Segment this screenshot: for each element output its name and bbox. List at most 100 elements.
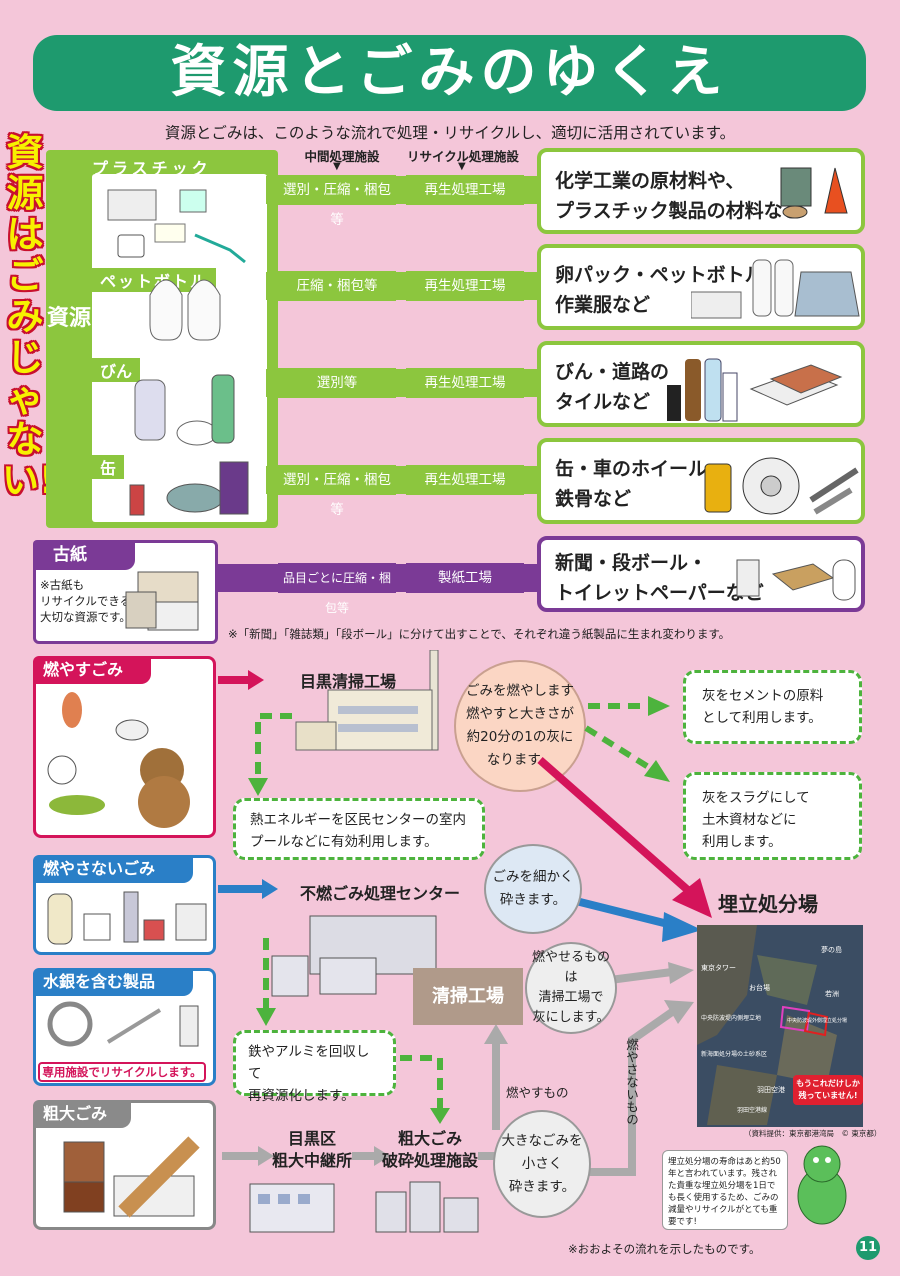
metal-recycle-box: 鉄やアルミを回収して 再資源化します。 [233,1030,396,1104]
map-label: 夢の島 [821,946,842,954]
resource-illustrations [107,189,249,516]
landfill-badge: もうこれだけしか 残っていません! [793,1075,863,1105]
ash-cement-box: 灰をセメントの原料 として利用します。 [683,670,862,744]
incineration-plant-icon [295,650,439,751]
badge-line: もうこれだけしか [796,1079,860,1088]
meguro-plant-label: 目黒清掃工場 [300,672,397,691]
result-paper: 新聞・段ボール・トイレットペーパーなど [537,536,865,612]
bulky-items-icon [63,1136,200,1218]
facility-can: 再生処理工場 [406,465,524,495]
process-pet: 圧縮・梱包等 [278,271,396,301]
box-line: プールなどに有効利用します。 [250,834,438,850]
circle-line: 清掃工場で [538,990,604,1005]
label-line: 破砕処理施設 [381,1151,478,1170]
circle-line: 大きなごみを [501,1132,583,1149]
column-recycle: リサイクル処理施設 [407,149,519,164]
facility-plastic: 再生処理工場 [406,175,524,205]
box-line: 利用します。 [702,834,782,850]
circle-line: 灰にします。 [532,1010,610,1025]
seisou-plant-label: 清掃工場 [413,968,523,1025]
result-line: びん・道路の [555,361,670,383]
column-intermediate-arrow: ▼ [333,161,341,172]
bulky-crusher-label: 粗大ごみ 破砕処理施設 [376,1128,484,1172]
result-line: 化学工業の原材料や、 [555,170,745,192]
footer-note: ※おおよその流れを示したものです。 [568,1242,761,1256]
result-line: 鉄骨など [555,488,632,510]
bulky-label: 粗大ごみ [33,1100,131,1128]
bottle-label: びん [92,358,141,382]
map-label: 中央防波堤内側埋立地 [701,1015,762,1022]
seisou-circle: 燃やせるものは 清掃工場で 灰にします。 [525,942,617,1034]
burnable-label: 燃やすごみ [33,656,151,684]
map-label: 中央防波堤外側埋立処分場 [787,1018,848,1024]
map-label: 東京タワー [701,964,736,972]
landfill-credit: （資料提供：東京都港湾局 © 東京都） [744,1129,882,1138]
circle-line: 砕きます。 [499,892,567,908]
process-can: 選別・圧縮・梱包等 [278,465,396,518]
circle-line: なります。 [486,752,554,768]
box-line: 鉄やアルミを回収して [248,1044,370,1082]
box-line: 灰をセメントの原料 [702,688,824,704]
map-label: 新海面処分場の土砂系区 [701,1051,768,1058]
burn-item-label: 燃やすもの [506,1085,569,1100]
nonburnable-center-label: 不燃ごみ処理センター [300,884,461,903]
relay-building-icon [249,1183,335,1233]
burnable-arrow-head [248,670,264,690]
result-line: 作業服など [555,294,651,316]
circle-line: 約20分の1の灰に [466,729,574,745]
map-label: お台場 [749,984,770,992]
note-line: リサイクルできる [40,594,132,608]
result-can: 缶・車のホイール・鉄骨など [537,438,865,524]
resource-label: 資源 [46,306,91,331]
circle-line: 砕きます。 [508,1178,576,1195]
process-plastic: 選別・圧縮・梱包等 [278,175,396,228]
map-label: 羽田空港線 [737,1107,768,1114]
facility-pet: 再生処理工場 [406,271,524,301]
column-intermediate: 中間処理施設 [304,149,380,164]
nonburn-item-label: 燃やさないもの [624,1038,639,1126]
crusher-building-icon [375,1181,479,1233]
result-line: 新聞・段ボール・ [555,552,708,574]
burnable-arrow [218,676,254,684]
map-label: 羽田空港 [757,1086,785,1094]
map-label: 若洲 [825,990,839,998]
nonburnable-items-icon [47,891,207,945]
bottles-tiles-icon [667,358,843,422]
process-bottle: 選別等 [278,368,396,398]
circle-line: 燃やせるものは [531,950,610,985]
crush-circle: ごみを細かく 砕きます。 [484,844,582,934]
can-label: 缶 [92,455,125,479]
heat-energy-box: 熱エネルギーを区民センターの室内 プールなどに有効利用します。 [233,798,485,860]
circle-line: ごみを細かく [492,869,574,885]
result-line: 卵パック・ペットボトル [555,264,764,286]
label-line: 粗大ごみ [397,1129,462,1148]
box-line: 土木資材などに [702,812,797,828]
facility-paper: 製紙工場 [406,563,524,593]
circle-line: 小さく [521,1155,563,1172]
landfill-map: 東京タワー お台場 若洲 夢の島 羽田空港 中央防波堤内側埋立地 中央防波堤外側… [697,925,863,1127]
note-line: 大切な資源です。 [40,610,131,624]
result-line: タイルなど [555,391,651,413]
landfill-title: 埋立処分場 [718,892,818,916]
box-line: 灰をスラグにして [702,790,810,806]
result-pet: 卵パック・ペットボトル作業服など [537,244,865,330]
mascot-icon [797,1145,847,1225]
burn-circle: ごみを燃やします 燃やすと大きさが 約20分の1の灰に なります。 [454,660,586,792]
mercury-note: 専用施設でリサイクルします。 [38,1062,206,1082]
bulky-relay-label: 目黒区 粗大中継所 [272,1128,352,1172]
result-bottle: びん・道路のタイルなど [537,341,865,427]
burnable-items-icon [47,692,190,828]
nonburnable-center-icon [271,915,437,997]
nonburnable-label: 燃やさないごみ [33,855,193,883]
box-line: 熱エネルギーを区民センターの室内 [250,812,466,828]
bulky-circle: 大きなごみを 小さく 砕きます。 [493,1110,591,1218]
page-subtitle: 資源とごみは、このような流れで処理・リサイクルし、適切に活用されています。 [164,124,736,142]
paper-note: ※古紙も リサイクルできる 大切な資源です。 [40,577,131,625]
result-plastic: 化学工業の原材料や、プラスチック製品の材料など [537,148,865,234]
label-line: 粗大中継所 [272,1151,353,1170]
process-paper: 品目ごとに圧縮・梱包等 [278,563,396,615]
column-recycle-arrow: ▼ [458,161,466,172]
label-line: 目黒区 [287,1129,336,1148]
badge-line: 残っていません! [798,1091,858,1100]
ash-slag-box: 灰をスラグにして 土木資材などに 利用します。 [683,772,862,860]
